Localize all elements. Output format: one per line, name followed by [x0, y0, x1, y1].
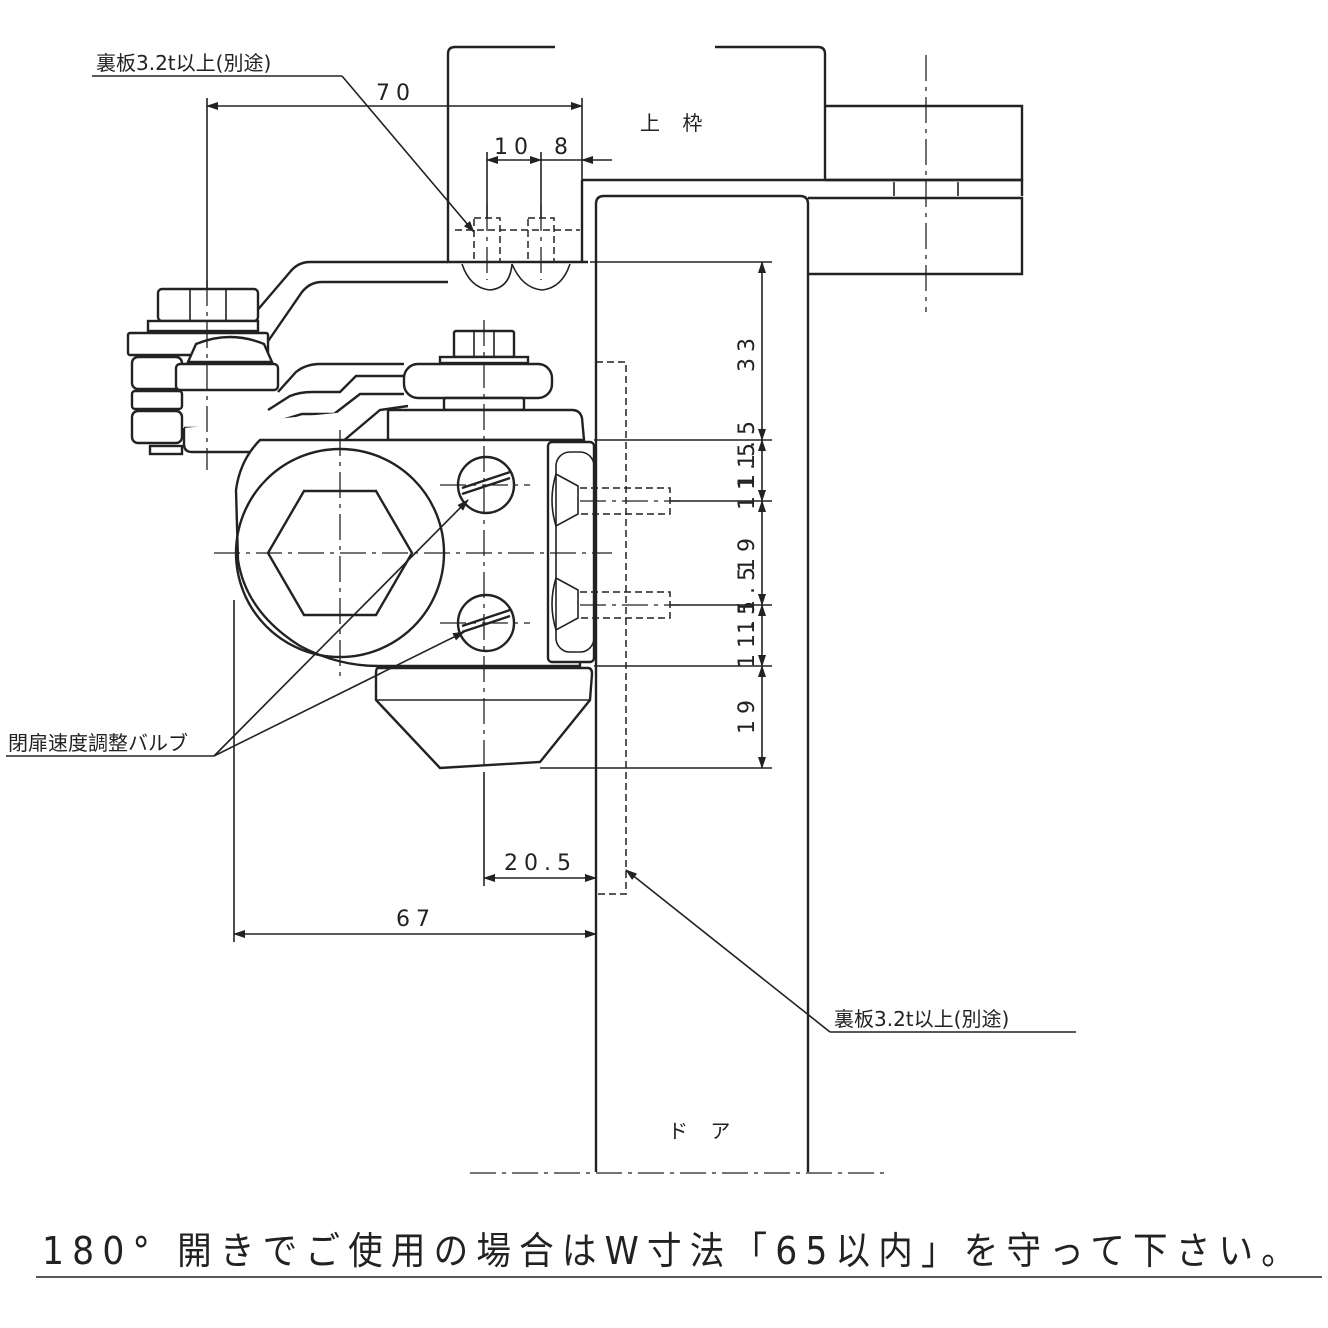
upper-frame [446, 45, 1024, 312]
frame-screws [455, 217, 580, 291]
dim-67: 67 [396, 907, 436, 932]
dim-11-5-b: 11.5 [735, 437, 760, 510]
dim-11-5-c: 11.5 [735, 561, 760, 634]
dim-10: 10 [494, 135, 534, 160]
closer-body [234, 408, 596, 770]
back-plate-label-top: 裏板3.2t以上(別途) [96, 51, 271, 75]
dim-8: 8 [554, 135, 574, 160]
forearm [174, 329, 554, 454]
dim-33: 33 [735, 332, 760, 372]
dim-11-5-d: 11.5 [735, 595, 760, 668]
door-label: ド ア [668, 1119, 738, 1143]
dim-11-5-a: 11.5 [735, 415, 760, 488]
back-plate-label-right: 裏板3.2t以上(別途) [834, 1007, 1009, 1031]
dimension-lines [206, 98, 772, 942]
dim-19-a: 19 [735, 532, 760, 572]
dim-70: 70 [376, 81, 416, 106]
dim-20-5: 20.5 [504, 851, 577, 876]
door [470, 194, 890, 1174]
leader-lines [6, 75, 1076, 1033]
footer-note: 180° 開きでご使用の場合はW寸法「65以内」を守って下さい。 [42, 1229, 1304, 1273]
dim-19-b: 19 [735, 694, 760, 734]
upper-frame-label: 上 枠 [640, 111, 710, 135]
valve-label: 閉扉速度調整バルブ [8, 731, 188, 755]
